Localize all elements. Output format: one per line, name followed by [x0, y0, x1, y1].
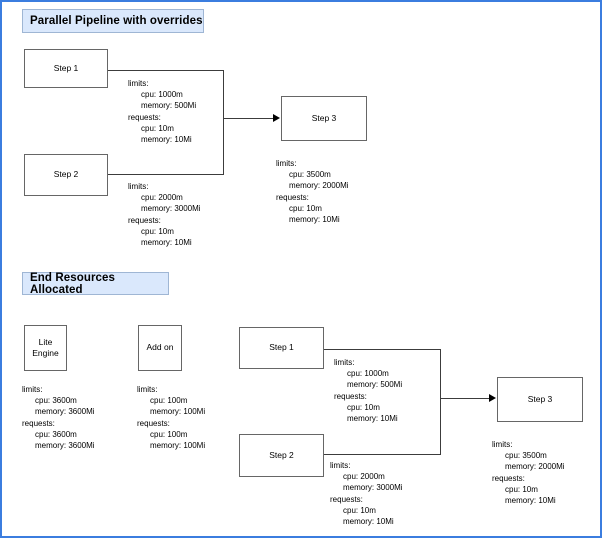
limits-cpu: cpu: 2000m — [141, 193, 183, 203]
limits-label: limits: — [276, 159, 297, 168]
requests-memory: memory: 100Mi — [150, 441, 206, 451]
limits-memory: memory: 3600Mi — [35, 407, 95, 417]
resources-bottom-step1: limits: cpu: 1000m memory: 500Mi request… — [334, 357, 402, 424]
limits-memory: memory: 500Mi — [141, 101, 197, 111]
edge-top-step1-out — [108, 70, 224, 71]
node-bottom-step2[interactable]: Step 2 — [239, 434, 324, 477]
requests-cpu: cpu: 10m — [289, 203, 322, 213]
section-banner-label: End Resources Allocated — [30, 271, 116, 296]
limits-label: limits: — [128, 79, 149, 88]
limits-memory: memory: 100Mi — [150, 407, 206, 417]
requests-cpu: cpu: 10m — [141, 123, 174, 133]
requests-memory: memory: 10Mi — [141, 238, 192, 248]
node-label: Add on — [146, 342, 174, 353]
limits-memory: memory: 3000Mi — [343, 483, 403, 493]
node-label: Step 2 — [53, 169, 79, 180]
resources-top-step1: limits: cpu: 1000m memory: 500Mi request… — [128, 78, 196, 145]
requests-label: requests: — [492, 473, 525, 483]
requests-memory: memory: 10Mi — [347, 414, 398, 424]
limits-memory: memory: 3000Mi — [141, 204, 201, 214]
node-label: Step 1 — [53, 62, 79, 73]
node-bottom-step1[interactable]: Step 1 — [239, 327, 324, 369]
requests-cpu: cpu: 10m — [505, 484, 538, 494]
arrowhead-top-to-step3 — [273, 114, 280, 122]
limits-cpu: cpu: 3500m — [289, 170, 331, 180]
limits-cpu: cpu: 100m — [150, 396, 188, 406]
edge-bottom-step1-out — [324, 349, 441, 350]
section-banner-end-resources: End Resources Allocated — [22, 271, 169, 296]
resources-bottom-step3: limits: cpu: 3500m memory: 2000Mi reques… — [492, 439, 565, 506]
node-label-line2: Engine — [32, 348, 59, 358]
limits-label: limits: — [334, 358, 355, 367]
edge-bottom-junction-vertical — [440, 349, 441, 455]
node-top-step3[interactable]: Step 3 — [281, 96, 367, 141]
requests-memory: memory: 10Mi — [343, 517, 394, 527]
requests-cpu: cpu: 10m — [347, 402, 380, 412]
resources-add-on: limits: cpu: 100m memory: 100Mi requests… — [137, 384, 205, 451]
requests-memory: memory: 10Mi — [505, 496, 556, 506]
requests-label: requests: — [276, 192, 309, 202]
resources-top-step2: limits: cpu: 2000m memory: 3000Mi reques… — [128, 181, 201, 248]
node-label: Step 1 — [269, 342, 294, 353]
edge-bottom-step2-out — [324, 454, 441, 455]
section-banner-label: Parallel Pipeline with overrides — [30, 15, 203, 27]
limits-label: limits: — [492, 440, 513, 449]
node-label: Step 3 — [527, 393, 553, 404]
node-top-step2[interactable]: Step 2 — [24, 154, 108, 196]
requests-label: requests: — [334, 391, 367, 401]
resources-lite-engine: limits: cpu: 3600m memory: 3600Mi reques… — [22, 384, 95, 451]
limits-cpu: cpu: 2000m — [343, 472, 385, 482]
requests-cpu: cpu: 10m — [343, 505, 376, 515]
edge-top-junction-vertical — [223, 70, 224, 175]
requests-cpu: cpu: 3600m — [35, 429, 77, 439]
node-label: Step 2 — [269, 449, 294, 460]
node-label: Step 3 — [311, 112, 337, 123]
node-top-step1[interactable]: Step 1 — [24, 49, 108, 88]
limits-cpu: cpu: 3500m — [505, 451, 547, 461]
limits-label: limits: — [137, 385, 158, 394]
limits-label: limits: — [330, 461, 351, 470]
edge-top-junction-to-step3 — [223, 118, 274, 119]
limits-label: limits: — [22, 385, 43, 394]
requests-label: requests: — [137, 418, 170, 428]
node-label-line1: Lite — [38, 336, 53, 347]
requests-label: requests: — [22, 418, 55, 428]
requests-cpu: cpu: 100m — [150, 429, 188, 439]
limits-memory: memory: 2000Mi — [505, 462, 565, 472]
resources-top-step3: limits: cpu: 3500m memory: 2000Mi reques… — [276, 158, 349, 225]
resources-bottom-step2: limits: cpu: 2000m memory: 3000Mi reques… — [330, 460, 403, 527]
node-bottom-step3[interactable]: Step 3 — [497, 377, 583, 422]
node-add-on[interactable]: Add on — [138, 325, 182, 371]
requests-memory: memory: 10Mi — [289, 215, 340, 225]
edge-bottom-junction-to-step3 — [440, 398, 490, 399]
limits-cpu: cpu: 3600m — [35, 396, 77, 406]
requests-cpu: cpu: 10m — [141, 226, 174, 236]
requests-label: requests: — [128, 215, 161, 225]
limits-cpu: cpu: 1000m — [347, 369, 389, 379]
limits-cpu: cpu: 1000m — [141, 90, 183, 100]
limits-memory: memory: 2000Mi — [289, 181, 349, 191]
requests-label: requests: — [128, 112, 161, 122]
requests-memory: memory: 10Mi — [141, 135, 192, 145]
section-banner-parallel-pipeline: Parallel Pipeline with overrides — [22, 9, 204, 33]
edge-top-step2-out — [108, 174, 224, 175]
requests-memory: memory: 3600Mi — [35, 441, 95, 451]
arrowhead-bottom-to-step3 — [489, 394, 496, 402]
limits-label: limits: — [128, 182, 149, 191]
node-lite-engine[interactable]: Lite Engine — [24, 325, 67, 371]
limits-memory: memory: 500Mi — [347, 380, 403, 390]
requests-label: requests: — [330, 494, 363, 504]
